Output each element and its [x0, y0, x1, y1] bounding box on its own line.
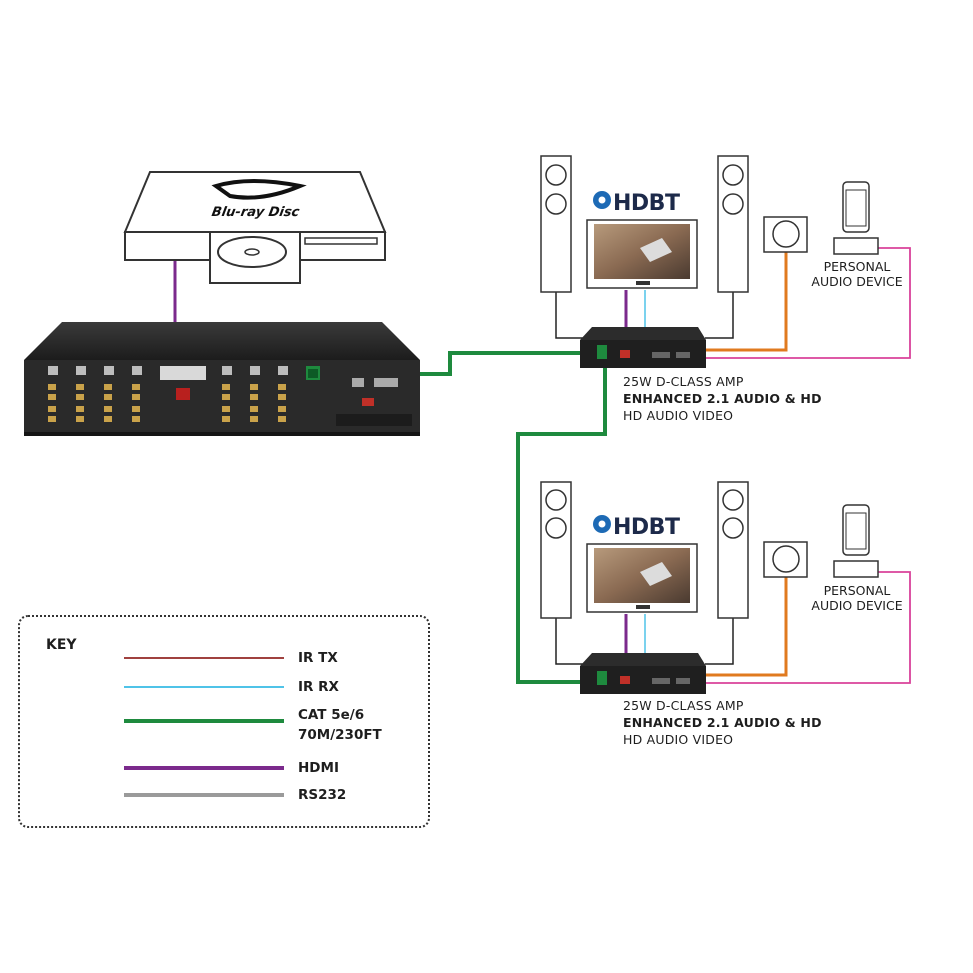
- speaker-wire-right2: [705, 616, 734, 665]
- legend-line-ir-rx: [124, 686, 284, 688]
- legend-label-rs232: RS232: [298, 787, 347, 803]
- hdbt-logo-1: HDBT: [613, 191, 680, 216]
- personal-audio-label-2-line1: PERSONAL: [823, 583, 891, 598]
- speaker-wire-right1: [705, 292, 734, 339]
- receiver-2: [580, 653, 706, 666]
- legend-label-ir-rx: IR RX: [298, 679, 339, 695]
- bluray-player: Blu-ray Disc: [123, 171, 387, 284]
- legend-label-ir-tx: IR TX: [298, 650, 338, 666]
- legend-title: KEY: [46, 637, 77, 653]
- legend-label-cat-line2: 70M/230FT: [298, 727, 382, 743]
- legend-line-rs232: [124, 793, 284, 797]
- amp-spec-1-line3: HD AUDIO VIDEO: [623, 408, 734, 423]
- amp-spec-label-1: 25W D-CLASS AMP ENHANCED 2.1 AUDIO & HD …: [623, 373, 822, 424]
- bluray-logo-text: Blu-ray Disc: [210, 205, 300, 220]
- sub-wire-zone2: [706, 577, 788, 677]
- legend-label-cat-line1: CAT 5e/6: [298, 707, 365, 723]
- amp-spec-1-line1: 25W D-CLASS AMP: [623, 374, 744, 389]
- amp-spec-1-line2: ENHANCED 2.1 AUDIO & HD: [623, 391, 822, 406]
- personal-wire-zone2: [706, 571, 911, 684]
- hdbt-logo-2: HDBT: [613, 515, 680, 540]
- cat-cable-zone2: [516, 365, 607, 684]
- personal-audio-label-1-line2: AUDIO DEVICE: [811, 274, 903, 289]
- legend-line-hdmi: [124, 766, 284, 770]
- sub-wire-zone1: [706, 252, 788, 352]
- amp-spec-2-line1: 25W D-CLASS AMP: [623, 698, 744, 713]
- legend-label-cat: CAT 5e/6 70M/230FT: [298, 705, 382, 745]
- legend-label-hdmi: HDMI: [298, 760, 339, 776]
- zone2: HDBT: [540, 481, 879, 694]
- amp-spec-2-line3: HD AUDIO VIDEO: [623, 732, 734, 747]
- receiver-1: [580, 327, 706, 340]
- amp-spec-label-2: 25W D-CLASS AMP ENHANCED 2.1 AUDIO & HD …: [623, 697, 822, 748]
- personal-audio-label-2-line2: AUDIO DEVICE: [811, 598, 903, 613]
- amp-spec-2-line2: ENHANCED 2.1 AUDIO & HD: [623, 715, 822, 730]
- right-speaker-2: [717, 481, 749, 619]
- personal-audio-label-2: PERSONAL AUDIO DEVICE: [803, 583, 911, 613]
- personal-audio-label-1: PERSONAL AUDIO DEVICE: [803, 259, 911, 289]
- speaker-wire-left2: [555, 616, 585, 665]
- hdbaset-matrix: [24, 322, 420, 436]
- zone1: HDBT: [540, 155, 879, 368]
- legend-line-ir-tx: [124, 657, 284, 659]
- personal-audio-label-1-line1: PERSONAL: [823, 259, 891, 274]
- legend-box: [18, 615, 430, 828]
- personal-wire-zone1: [706, 247, 911, 359]
- legend-line-cat: [124, 719, 284, 723]
- speaker-wire-left1: [555, 292, 585, 339]
